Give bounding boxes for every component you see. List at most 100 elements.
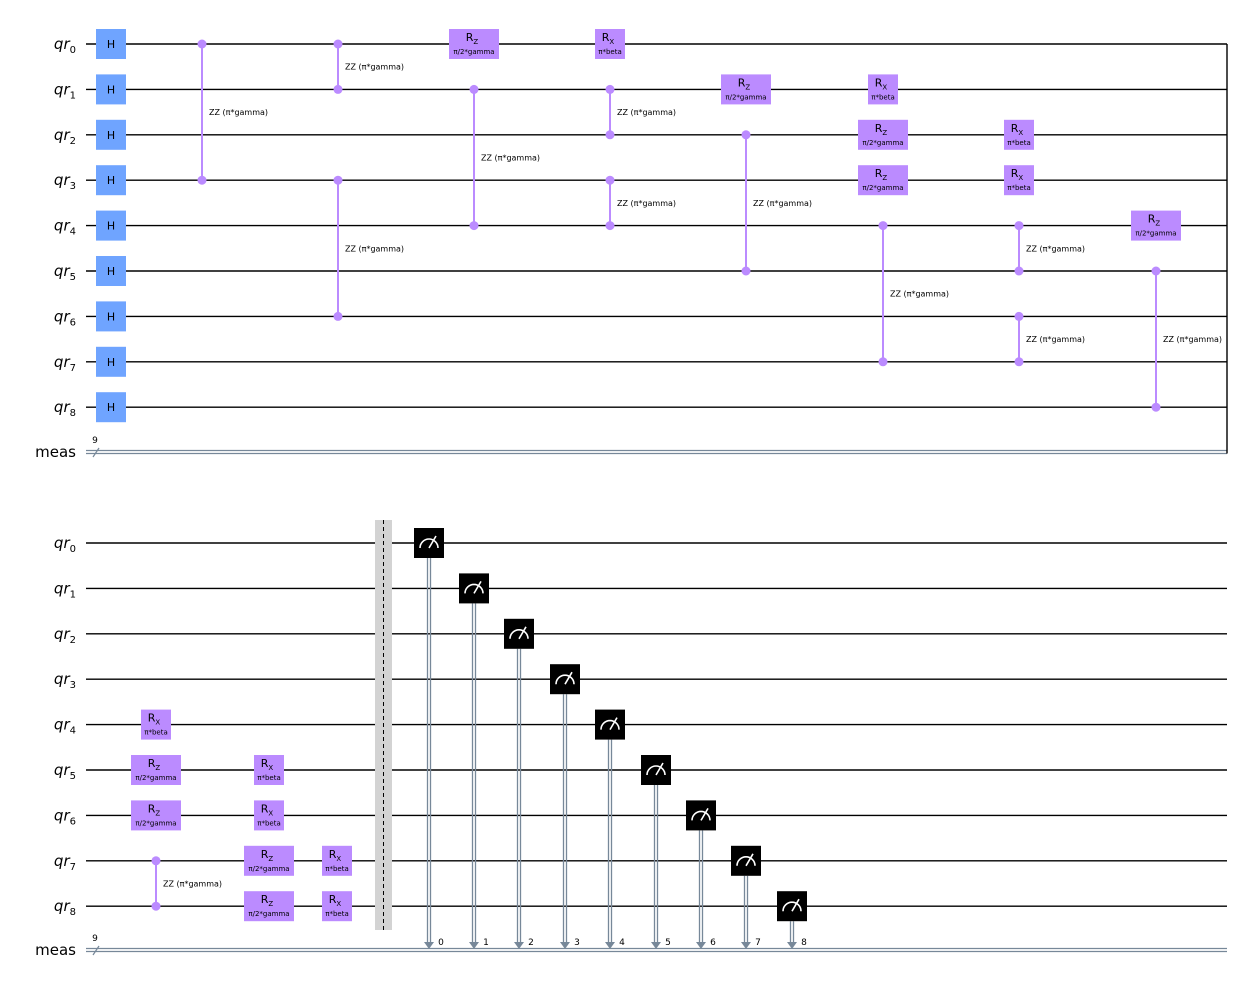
measure-box [731,845,761,876]
h-gate-box [96,119,126,150]
rx-gate: RXπ*beta [1004,165,1034,196]
zz-gate: ZZ (π*gamma) [741,130,812,276]
zz-gate: ZZ (π*gamma) [605,175,676,231]
zz-gate: ZZ (π*gamma) [197,39,268,185]
h-gate-box [96,210,126,241]
rx-gate: RXπ*beta [141,709,171,740]
zz-control-dot [333,39,343,49]
rotation-gate-name: RZ [875,122,888,137]
meter-needle [428,535,437,549]
zz-gate-label: ZZ (π*gamma) [1163,335,1222,344]
zz-gate: ZZ (π*gamma) [151,856,222,911]
qubit-label: qr7 [54,353,76,374]
barrier [375,520,392,930]
rotation-gate-param: π*beta [1007,139,1031,147]
rotation-gate-param: π/2*gamma [862,184,903,192]
rotation-gate-name: RX [329,893,342,908]
h-gate-label: H [107,356,115,369]
rotation-gate-param: π/2*gamma [135,819,176,827]
rotation-gate-box [244,845,294,876]
classical-size-label: 9 [92,436,98,446]
h-gate-label: H [107,174,115,187]
zz-control-dot [605,130,615,140]
meter-needle [791,898,800,912]
h-gate-label: H [107,38,115,51]
zz-control-dot [1014,221,1024,231]
classical-register-label: meas [35,443,76,461]
rotation-gate-name: RX [261,802,274,817]
rotation-gate-name: RZ [1148,213,1161,228]
meter-arc [736,856,756,866]
measure-box [550,664,580,695]
rotation-gate-param: π/2*gamma [453,48,494,56]
measure-bit-label: 2 [528,938,534,948]
measure-gate: 4 [595,709,625,949]
rz-gate: RZ π/2*gamma [131,800,181,831]
rotation-gate-name: RX [261,757,274,772]
qubit-label: qr8 [54,897,76,918]
zz-control-dot [1014,311,1024,321]
rotation-gate-name: RX [1011,122,1024,137]
classical-size-label: 9 [92,934,98,944]
h-gate-box [96,392,126,423]
rotation-gate-param: π/2*gamma [248,910,289,918]
rotation-gate-name: RZ [261,893,274,908]
zz-gate-label: ZZ (π*gamma) [1026,244,1085,253]
measure-gate: 0 [414,528,444,949]
rotation-gate-box [254,755,284,785]
rotation-gate-param: π/2*gamma [1135,230,1176,238]
zz-gate-label: ZZ (π*gamma) [209,108,268,117]
h-gate-label: H [107,401,115,414]
measure-gate: 1 [459,573,489,949]
measure-bit-label: 1 [483,938,489,948]
rz-gate: RZπ/2*gamma [244,845,294,876]
measure-box [459,573,489,604]
meter-arc [464,583,484,594]
h-gate: H [96,29,126,59]
zz-control-dot [469,221,479,231]
zz-gate: ZZ (π*gamma) [469,84,540,231]
h-gate-label: H [107,83,115,96]
rotation-gate-name: RX [875,76,888,91]
rotation-gate-name: RZ [875,167,888,182]
measure-gate: 3 [550,664,580,949]
h-gate: H [96,119,126,150]
meter-arc [600,719,620,730]
measure-bit-label: 7 [755,938,761,948]
measure-arrow [424,942,434,949]
qubit-label: qr3 [54,171,76,192]
h-gate-box [96,74,126,105]
rotation-gate-param: π*beta [144,729,168,737]
meter-needle [473,580,482,594]
rotation-gate-param: π/2*gamma [862,139,903,147]
rx-gate: RXπ*beta [254,800,284,831]
measure-box [641,755,671,785]
meter-needle [655,762,664,776]
zz-control-dot [605,175,615,185]
rx-gate: RX π*beta [868,74,898,105]
measure-arrow [514,942,524,949]
qubit-label: qr1 [54,579,76,600]
rotation-gate-name: RZ [148,802,161,817]
meter-needle [518,626,527,640]
measure-arrow [560,942,570,949]
rotation-gate-param: π*beta [325,910,349,918]
zz-gate-label: ZZ (π*gamma) [753,199,812,208]
rz-gate: RZπ/2*gamma [131,755,181,785]
h-gate: H [96,346,126,377]
qubit-label: qr6 [54,307,76,328]
h-gate-label: H [107,220,115,233]
zz-gate-label: ZZ (π*gamma) [481,154,540,163]
h-gate-label: H [107,129,115,142]
zz-gate: ZZ (π*gamma) [1151,266,1222,412]
zz-control-dot [1151,266,1161,276]
measure-bit-label: 3 [574,938,580,948]
rotation-gate-box [1004,119,1034,150]
rotation-gate-param: π/2*gamma [725,93,766,101]
meter-needle [745,853,754,867]
rx-gate: RX π*beta [1004,119,1034,150]
rotation-gate-param: π*beta [1007,184,1031,192]
zz-control-dot [1014,266,1024,276]
rotation-gate-param: π*beta [871,93,895,101]
